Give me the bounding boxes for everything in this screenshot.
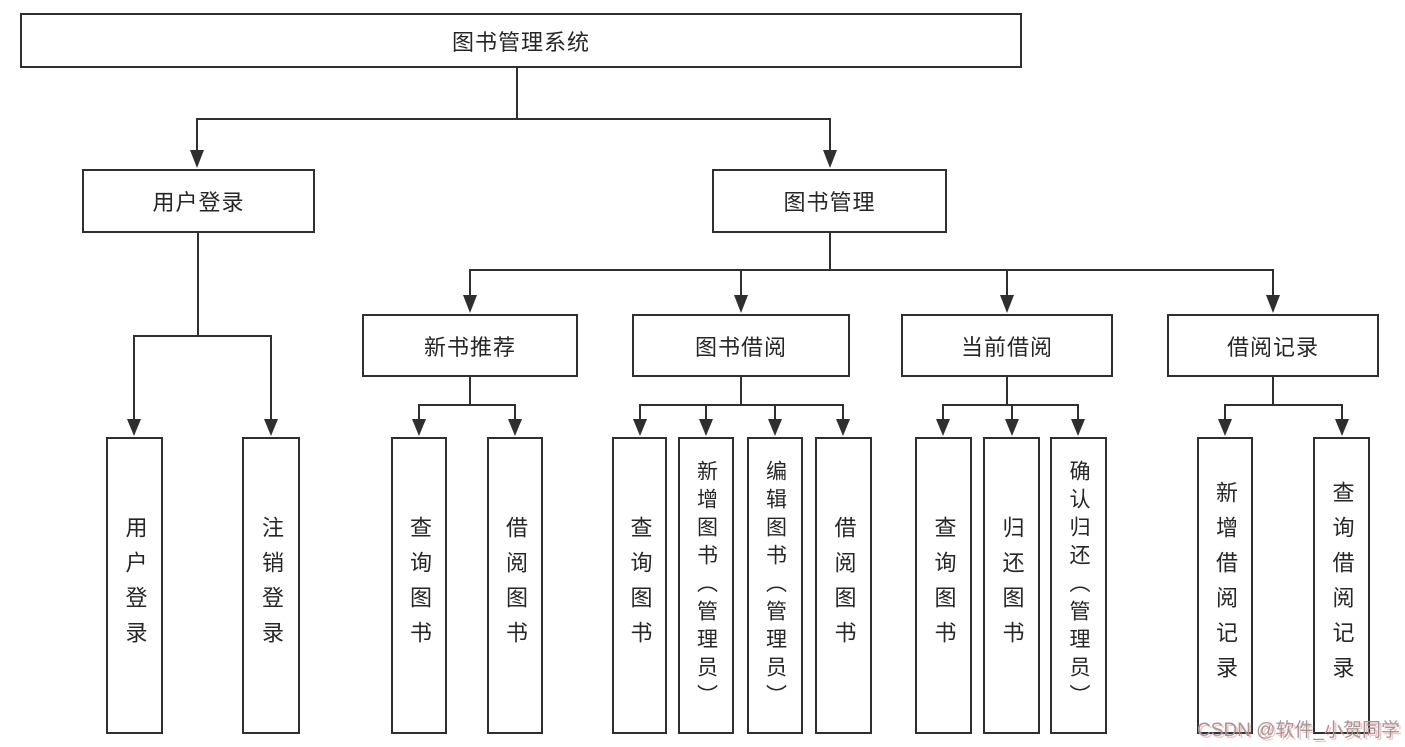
leaf-query-books-borrowing: 查询图书 [612,437,667,734]
node-new-book-recommend-label: 新书推荐 [423,334,516,360]
leaf-query-borrow-record-label: 查询借阅记录 [1329,480,1355,691]
leaf-logout-label: 注销登录 [259,515,284,656]
node-current-borrowing-label: 当前借阅 [960,334,1053,360]
node-book-borrowing-label: 图书借阅 [694,334,787,360]
node-new-book-recommend: 新书推荐 [362,314,578,377]
leaf-add-book-admin: 新增图书（管理员） [678,437,734,734]
leaf-add-book-admin-label: 新增图书（管理员） [694,459,718,712]
node-borrowing-records: 借阅记录 [1167,314,1379,377]
leaf-query-books-recommend-label: 查询图书 [407,515,432,656]
leaf-query-books-current: 查询图书 [915,437,972,734]
leaf-user-login: 用户登录 [106,437,163,734]
leaf-return-book-label: 归还图书 [999,515,1025,656]
node-book-management: 图书管理 [712,169,947,233]
leaf-borrow-books-recommend-label: 借阅图书 [503,515,528,656]
leaf-return-book: 归还图书 [983,437,1040,734]
leaf-add-borrow-record: 新增借阅记录 [1197,437,1253,734]
leaf-borrow-books-borrowing-label: 借阅图书 [831,515,857,656]
leaf-confirm-return-admin: 确认归还（管理员） [1050,437,1107,734]
leaf-query-books-current-label: 查询图书 [931,515,957,656]
leaf-query-borrow-record: 查询借阅记录 [1313,437,1370,734]
node-user-login-label: 用户登录 [152,190,245,215]
leaf-edit-book-admin: 编辑图书（管理员） [747,437,803,734]
leaf-query-books-recommend: 查询图书 [391,437,447,734]
leaf-borrow-books-recommend: 借阅图书 [487,437,543,734]
node-borrowing-records-label: 借阅记录 [1226,334,1319,360]
node-current-borrowing: 当前借阅 [901,314,1113,377]
node-book-borrowing: 图书借阅 [632,314,850,377]
leaf-edit-book-admin-label: 编辑图书（管理员） [763,459,787,712]
leaf-user-login-label: 用户登录 [122,515,148,656]
leaf-logout: 注销登录 [242,437,300,734]
csdn-watermark: CSDN @软件_小贺同学 [1197,720,1400,741]
leaf-confirm-return-admin-label: 确认归还（管理员） [1067,459,1090,712]
leaf-add-borrow-record-label: 新增借阅记录 [1213,480,1238,691]
node-root-system: 图书管理系统 [20,13,1022,68]
leaf-borrow-books-borrowing: 借阅图书 [815,437,872,734]
node-book-management-label: 图书管理 [783,190,876,215]
node-root-system-label: 图书管理系统 [451,29,590,55]
node-user-login: 用户登录 [82,169,315,233]
leaf-query-books-borrowing-label: 查询图书 [627,515,653,656]
